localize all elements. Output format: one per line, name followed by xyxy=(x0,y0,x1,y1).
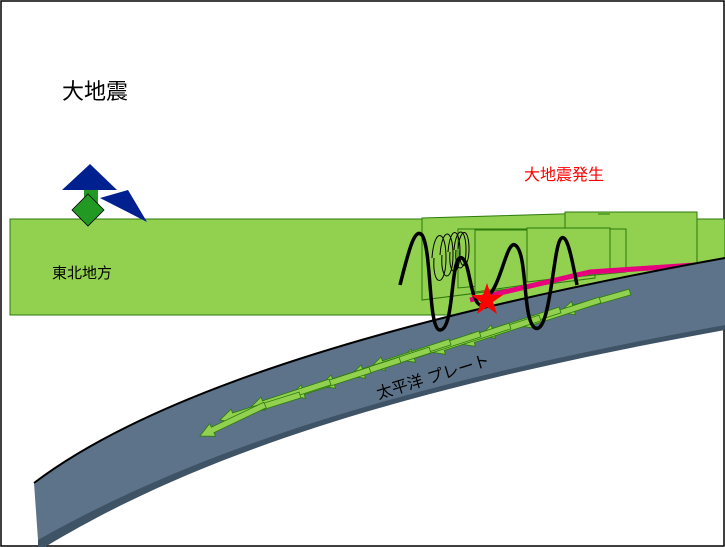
seismic-wave-right xyxy=(479,235,579,330)
seismic-waves xyxy=(398,231,579,332)
plate-edge xyxy=(33,257,725,484)
epicenter-star-icon xyxy=(471,283,503,314)
station-diamond-icon xyxy=(71,193,105,227)
slide-title: 大地震 xyxy=(62,80,129,105)
pacific-plate xyxy=(34,258,725,540)
plate-motion-arrows xyxy=(199,288,632,437)
tohoku-region-label: 東北地方 xyxy=(52,264,113,282)
seismic-coil xyxy=(431,231,470,281)
east-arrow-triangle-icon xyxy=(100,190,147,222)
up-arrow-triangle-icon xyxy=(62,164,117,190)
gps-station-icon xyxy=(62,164,147,227)
earthquake-occurrence-label: 大地震発生 xyxy=(524,165,605,184)
plate-motion-arrow-icon xyxy=(199,401,267,437)
